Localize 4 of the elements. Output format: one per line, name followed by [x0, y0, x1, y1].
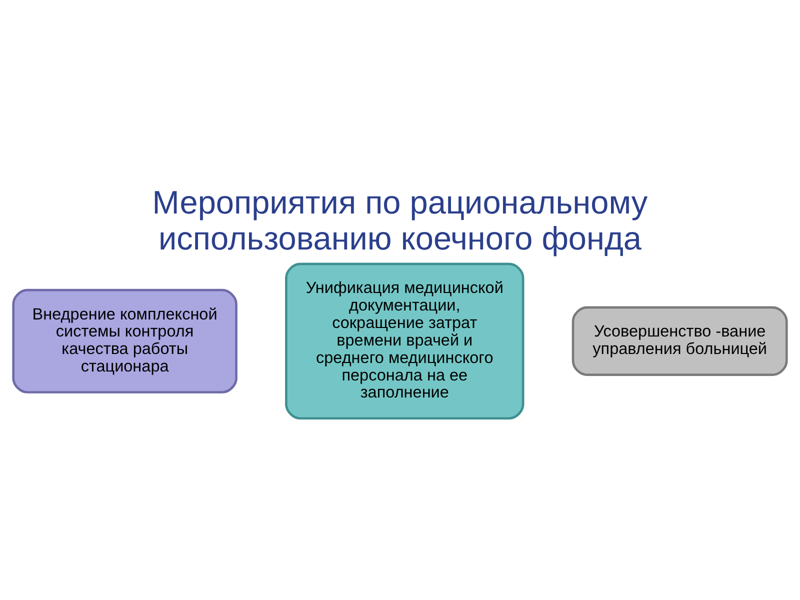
node-box: Усовершенство -вание управления больницей [572, 306, 788, 376]
node-box: Унификация медицинской документации, сокращение затрат времени врачей и среднего медицинского персонала на ее заполнение [285, 262, 524, 420]
node-box: Внедрение комплексной системы контроля качества работы стационара [12, 288, 238, 393]
diagram-title: Мероприятия по рациональному использованию коечного фонда [152, 184, 648, 256]
